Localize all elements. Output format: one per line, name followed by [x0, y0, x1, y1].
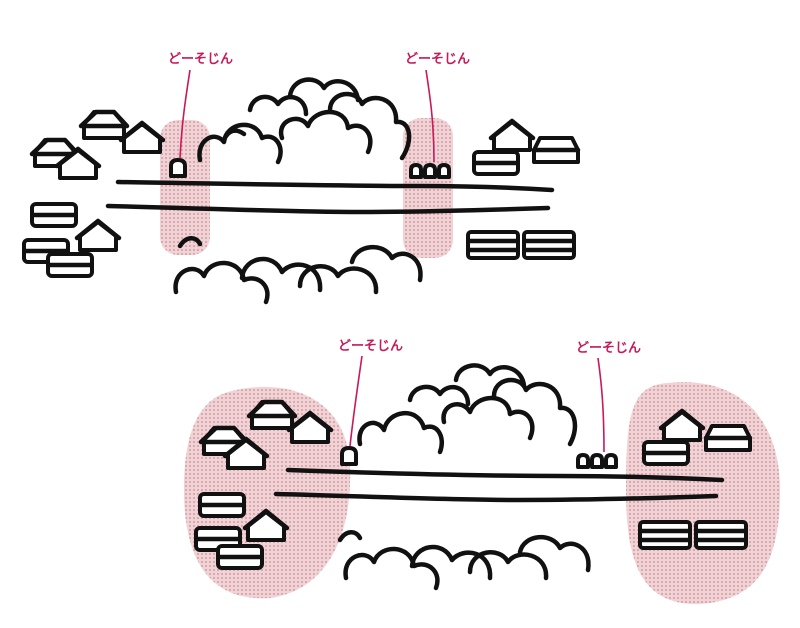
bottom-left-leader [349, 355, 363, 447]
top-road-lower [105, 203, 551, 215]
stone-statue-icon [340, 446, 358, 466]
top-left-leader [179, 69, 191, 159]
left-village [24, 112, 163, 276]
bottom-left-label: どーそじん [338, 339, 403, 354]
top-right-leader [425, 69, 435, 163]
bottom-road-upper [285, 467, 725, 483]
stone-statue-icon [423, 163, 437, 179]
top-panel: どーそじん どーそじん [24, 52, 578, 305]
stone-statue-icon [169, 158, 187, 178]
top-right-label: どーそじん [405, 52, 470, 67]
bottom-right-leader [597, 357, 605, 453]
top-left-label: どーそじん [168, 52, 233, 67]
tree-icon [197, 77, 412, 165]
bottom-road-lower [273, 491, 719, 503]
stone-statue-icon [590, 453, 604, 469]
tree-icon [357, 363, 578, 455]
stone-statue-icon [604, 453, 618, 469]
stone-statue-icon [409, 163, 423, 179]
bottom-panel: どーそじん どーそじん [184, 339, 780, 605]
tree-icon [337, 530, 591, 591]
bottom-right-zone [626, 382, 780, 605]
tree-icon [173, 236, 423, 305]
top-road-upper [115, 179, 555, 193]
bottom-right-label: どーそじん [576, 341, 641, 356]
stone-statue-icon [437, 163, 451, 179]
stone-statue-icon [576, 453, 590, 469]
